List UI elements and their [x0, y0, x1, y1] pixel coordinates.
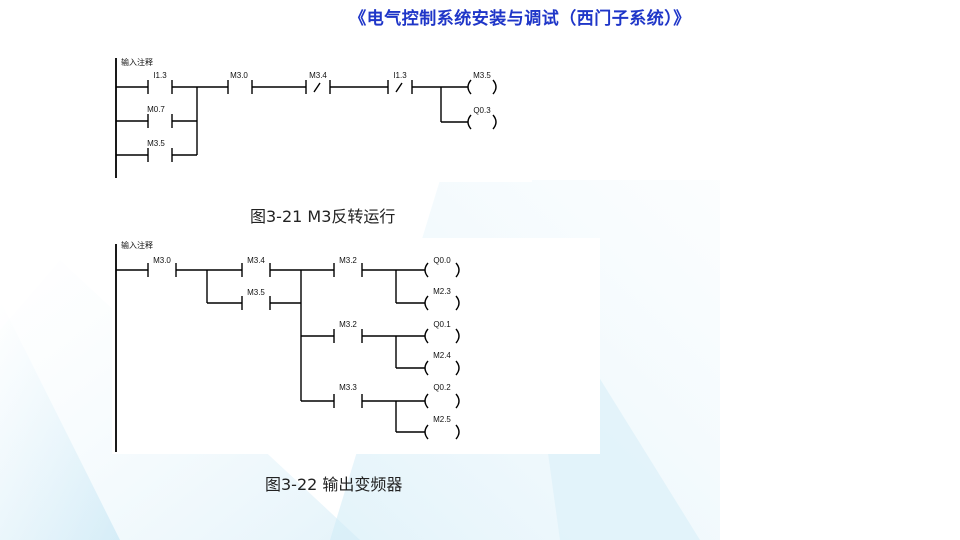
contact-nc-i1-3: I1.3 — [387, 71, 413, 94]
svg-text:Q0.2: Q0.2 — [433, 383, 451, 392]
svg-text:M3.5: M3.5 — [247, 288, 265, 297]
contact-m3-3: M3.3 — [333, 383, 363, 408]
coil-m2-3: M2.3 — [424, 287, 460, 311]
comment-label-1: 输入注释 — [121, 57, 153, 67]
figure-caption-1: 图3-21 M3反转运行 — [250, 207, 396, 226]
page-title: 《电气控制系统安装与调试（西门子系统）》 — [349, 9, 691, 29]
coil-q0-1: Q0.1 — [424, 320, 460, 344]
svg-text:M3.0: M3.0 — [153, 256, 171, 265]
contact-m0-7: M0.7 — [147, 105, 173, 128]
contact-m3-2-a: M3.2 — [333, 256, 363, 277]
diagram-1-panel — [112, 52, 532, 182]
svg-text:M3.4: M3.4 — [309, 71, 327, 80]
svg-text:M3.5: M3.5 — [147, 139, 165, 148]
svg-text:Q0.1: Q0.1 — [433, 320, 451, 329]
svg-text:M3.4: M3.4 — [247, 256, 265, 265]
svg-text:M2.4: M2.4 — [433, 351, 451, 360]
svg-text:M2.5: M2.5 — [433, 415, 451, 424]
svg-text:M0.7: M0.7 — [147, 105, 165, 114]
contact-m3-5: M3.5 — [241, 288, 271, 310]
contact-nc-m3-4: M3.4 — [305, 71, 331, 94]
svg-text:M3.3: M3.3 — [339, 383, 357, 392]
diagram-2-panel — [112, 238, 600, 454]
svg-text:M2.3: M2.3 — [433, 287, 451, 296]
coil-q0-3: Q0.3 — [467, 106, 497, 130]
contact-m3-4: M3.4 — [241, 256, 271, 277]
coil-m2-5: M2.5 — [424, 415, 460, 440]
coil-m2-4: M2.4 — [424, 351, 460, 376]
contact-m3-0: M3.0 — [227, 71, 253, 94]
coil-m3-5: M3.5 — [467, 71, 497, 95]
svg-text:Q0.0: Q0.0 — [433, 256, 451, 265]
svg-text:M3.5: M3.5 — [473, 71, 491, 80]
contact-m3-0: M3.0 — [147, 256, 177, 277]
svg-text:M3.2: M3.2 — [339, 256, 357, 265]
coil-q0-2: Q0.2 — [424, 383, 460, 409]
contact-m3-5: M3.5 — [147, 139, 173, 162]
contact-m3-2-b: M3.2 — [333, 320, 363, 343]
svg-text:M3.2: M3.2 — [339, 320, 357, 329]
coil-q0-0: Q0.0 — [424, 256, 460, 278]
svg-text:Q0.3: Q0.3 — [473, 106, 491, 115]
svg-text:M3.0: M3.0 — [230, 71, 248, 80]
figure-caption-2: 图3-22 输出变频器 — [265, 475, 403, 494]
svg-text:I1.3: I1.3 — [153, 71, 167, 80]
comment-label-2: 输入注释 — [121, 240, 153, 250]
contact-i1-3: I1.3 — [147, 71, 173, 94]
svg-text:I1.3: I1.3 — [393, 71, 407, 80]
